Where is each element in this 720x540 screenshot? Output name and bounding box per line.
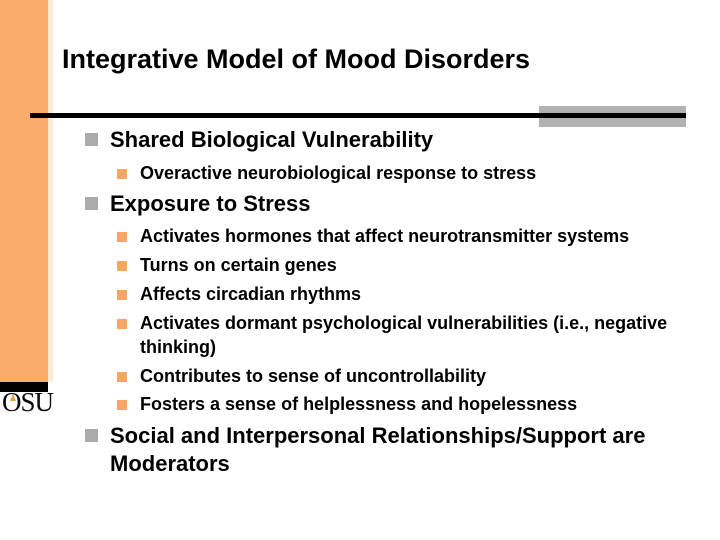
bullet-item: Shared Biological Vulnerability	[85, 126, 433, 154]
bullet-square-icon	[117, 372, 127, 382]
bullet-square-icon	[117, 261, 127, 271]
bullet-text: Social and Interpersonal Relationships/S…	[110, 423, 646, 476]
bullet-square-icon	[85, 197, 98, 210]
bullet-square-icon	[85, 429, 98, 442]
bullet-item: Activates dormant psychological vulnerab…	[117, 311, 670, 359]
osu-logo-text: OSU	[2, 387, 54, 417]
bullet-item: Affects circadian rhythms	[117, 282, 361, 306]
bullet-square-icon	[85, 133, 98, 146]
bullet-text: Fosters a sense of helplessness and hope…	[140, 394, 578, 414]
bullet-text: Exposure to Stress	[110, 191, 311, 216]
bullet-item: Exposure to Stress	[85, 190, 311, 218]
bullet-item: Activates hormones that affect neurotran…	[117, 224, 629, 248]
bullet-text: Activates hormones that affect neurotran…	[140, 226, 630, 246]
bullet-text: Contributes to sense of uncontrollabilit…	[140, 366, 487, 386]
left-accent-bar	[0, 0, 48, 382]
bullet-square-icon	[117, 169, 127, 179]
bullet-text: Affects circadian rhythms	[140, 284, 362, 304]
bullet-square-icon	[117, 232, 127, 242]
bullet-item: Overactive neurobiological response to s…	[117, 161, 536, 185]
slide-title: Integrative Model of Mood Disorders	[62, 44, 531, 74]
bullet-item: Fosters a sense of helplessness and hope…	[117, 392, 577, 416]
bullet-text: Activates dormant psychological vulnerab…	[140, 313, 668, 357]
bullet-text: Shared Biological Vulnerability	[110, 127, 434, 152]
bullet-square-icon	[117, 400, 127, 410]
title-rule-black-line	[30, 113, 686, 118]
logo-flame-icon	[10, 394, 16, 401]
bullet-item: Social and Interpersonal Relationships/S…	[85, 422, 670, 478]
bullet-item: Contributes to sense of uncontrollabilit…	[117, 364, 486, 388]
osu-logo: OSU	[2, 387, 54, 417]
bullet-item: Turns on certain genes	[117, 253, 337, 277]
bullet-square-icon	[117, 319, 127, 329]
left-accent-footer-bar	[0, 382, 48, 392]
bullet-square-icon	[117, 290, 127, 300]
bullet-text: Overactive neurobiological response to s…	[140, 163, 537, 183]
left-accent-bar-edge	[48, 0, 53, 382]
bullet-text: Turns on certain genes	[140, 255, 337, 275]
